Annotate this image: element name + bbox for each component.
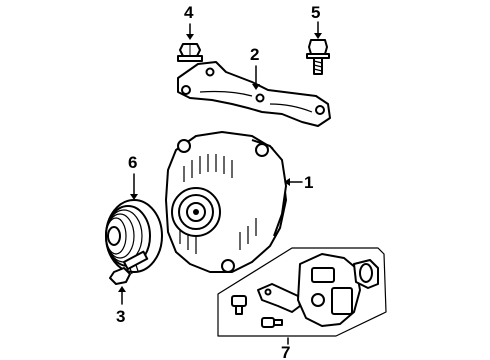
part-7-regulator-kit[interactable] [217,247,387,337]
part-7-screw-a [231,295,247,315]
callout-4: 4 [184,3,194,22]
callout-7: 7 [281,343,290,360]
part-6-pulley[interactable] [105,199,163,273]
part-1-alternator[interactable] [165,131,287,273]
callout-2: 2 [250,45,259,64]
callout-5: 5 [311,3,320,22]
part-2-mounting-bracket[interactable] [177,61,331,127]
part-4-bolt[interactable] [177,23,203,62]
callout-6: 6 [128,153,137,172]
part-3-bolt[interactable] [109,250,149,285]
callout-3: 3 [116,307,125,326]
part-7-screw-b [261,317,283,328]
callout-1: 1 [304,173,313,192]
part-5-stud-bolt[interactable] [306,21,330,75]
